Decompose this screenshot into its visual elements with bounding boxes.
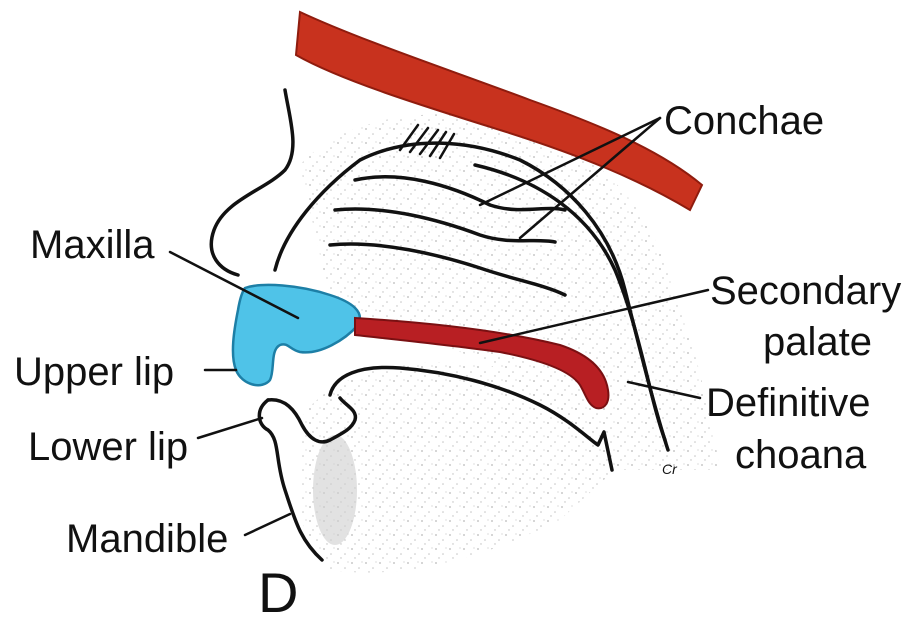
small-mark-label: Cr	[662, 461, 678, 477]
label-conchae: Conchae	[664, 99, 824, 143]
panel-letter: D	[258, 561, 298, 617]
label-secondary-palate-line2: palate	[763, 320, 872, 364]
face-profile-outline	[211, 90, 293, 275]
label-upper-lip: Upper lip	[14, 350, 174, 394]
label-definitive-choana-line2: choana	[735, 433, 867, 477]
label-secondary-palate-line1: Secondary	[710, 269, 901, 313]
label-lower-lip: Lower lip	[28, 425, 188, 469]
label-mandible: Mandible	[66, 517, 228, 561]
label-definitive-choana-line1: Definitive	[706, 381, 871, 425]
maxilla	[233, 285, 360, 385]
label-maxilla: Maxilla	[30, 223, 155, 267]
mandible-shading	[313, 435, 357, 545]
